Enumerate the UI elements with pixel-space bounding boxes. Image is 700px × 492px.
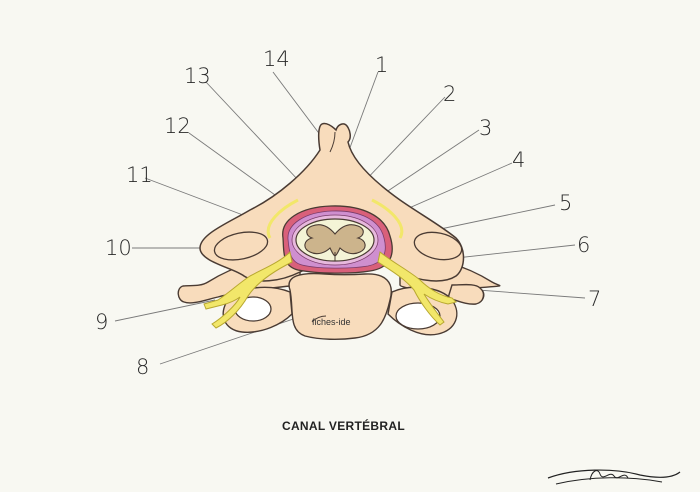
spinous-process-detail — [329, 131, 336, 153]
body-detail — [311, 315, 327, 323]
label-8: 8 — [136, 355, 149, 379]
articular-facet-left — [213, 231, 269, 261]
label-3: 3 — [479, 116, 492, 140]
nerve-root-right — [377, 251, 457, 326]
number-labels: 1 2 3 4 5 6 7 8 9 10 11 12 13 14 — [95, 47, 601, 379]
transverse-process-right-tip — [447, 283, 485, 305]
label-10: 10 — [105, 236, 132, 260]
label-11: 11 — [126, 163, 153, 187]
leader-9 — [114, 299, 216, 322]
vertebral-body — [288, 272, 392, 341]
nerve-roots — [203, 198, 457, 329]
nerve-root-left — [203, 250, 293, 329]
label-7: 7 — [588, 287, 601, 311]
ligamentum-flavum-line — [266, 198, 404, 239]
vertebra — [177, 122, 501, 341]
label-14: 14 — [263, 47, 290, 71]
label-12: 12 — [164, 114, 191, 138]
label-1: 1 — [375, 53, 388, 77]
label-9: 9 — [95, 310, 108, 334]
articular-facet-right — [413, 231, 463, 261]
watermark: fiches-ide — [312, 317, 351, 327]
diagram-caption: CANAL VERTÉBRAL — [282, 418, 405, 433]
label-5: 5 — [559, 191, 572, 215]
label-6: 6 — [577, 233, 590, 257]
label-4: 4 — [512, 148, 525, 172]
label-2: 2 — [443, 82, 456, 106]
spinal-canal — [282, 205, 393, 274]
label-13: 13 — [184, 64, 211, 88]
artist-signature — [547, 469, 681, 485]
